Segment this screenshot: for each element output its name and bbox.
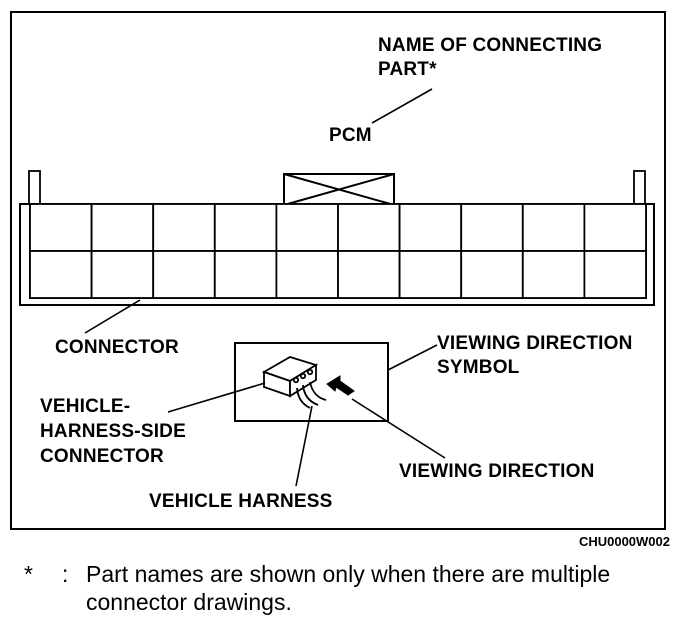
vehicle-harness-label: VEHICLE HARNESS <box>149 491 333 512</box>
connector-terminal-cell <box>521 250 586 299</box>
leader-line-viewing-direction <box>351 398 446 459</box>
connector-terminal-cell <box>583 250 647 299</box>
vehicle-harness-side-connector-label-line2: HARNESS-SIDE <box>40 421 186 442</box>
viewing-direction-label: VIEWING DIRECTION <box>399 461 595 482</box>
connector-lock-tab <box>283 173 395 206</box>
connector-terminal-cell <box>152 203 216 252</box>
connector-terminal-cell <box>583 203 647 252</box>
footnote-marker: * <box>24 561 33 587</box>
connector-terminal-cell <box>460 250 524 299</box>
leader-line-vehicle-harness <box>295 405 313 487</box>
connector-terminal-cell <box>460 203 524 252</box>
connector-left-pin <box>28 170 41 205</box>
connector-terminal-cell <box>213 250 278 299</box>
connector-body <box>19 203 655 306</box>
connector-terminal-cell <box>521 203 586 252</box>
figure-frame <box>10 11 666 530</box>
connector-terminal-cell <box>398 203 463 252</box>
figure-code: CHU0000W002 <box>578 534 670 549</box>
footnote-separator: : <box>62 561 69 587</box>
viewing-direction-arrow <box>326 375 355 396</box>
connector-right-pin <box>633 170 646 205</box>
connector-terminal-cell <box>275 250 339 299</box>
connector-terminal-cell <box>337 203 401 252</box>
connector-terminal-cell <box>29 203 93 252</box>
connector-terminal-cell <box>90 203 155 252</box>
vehicle-harness-side-connector-label-line3: CONNECTOR <box>40 446 164 467</box>
connector-terminal-cell <box>213 203 278 252</box>
vehicle-harness-side-connector-label: VEHICLE- <box>40 396 131 417</box>
vehicle-harness-side-connector-icon <box>261 356 327 409</box>
connector-terminal-cell <box>29 250 93 299</box>
connector-terminal-cell <box>90 250 155 299</box>
viewing-direction-symbol-label-line2: SYMBOL <box>437 357 520 378</box>
leader-line-harness-side-connector <box>167 382 266 413</box>
connector-label: CONNECTOR <box>55 337 179 358</box>
connector-terminal-cell <box>398 250 463 299</box>
viewing-direction-symbol-label: VIEWING DIRECTION <box>437 333 633 354</box>
leader-line-name <box>371 88 433 124</box>
connector-terminal-cell <box>152 250 216 299</box>
name-of-connecting-part-label: NAME OF CONNECTING <box>378 35 603 56</box>
pcm-label: PCM <box>329 125 372 146</box>
leader-line-connector <box>84 299 141 334</box>
footnote-text: Part names are shown only when there are… <box>86 561 611 615</box>
connector-terminal-cell <box>337 250 401 299</box>
connector-terminal-cell <box>275 203 339 252</box>
connector-cells <box>29 203 647 299</box>
leader-line-symbol <box>387 344 438 371</box>
name-of-connecting-part-label-line2: PART* <box>378 59 437 80</box>
